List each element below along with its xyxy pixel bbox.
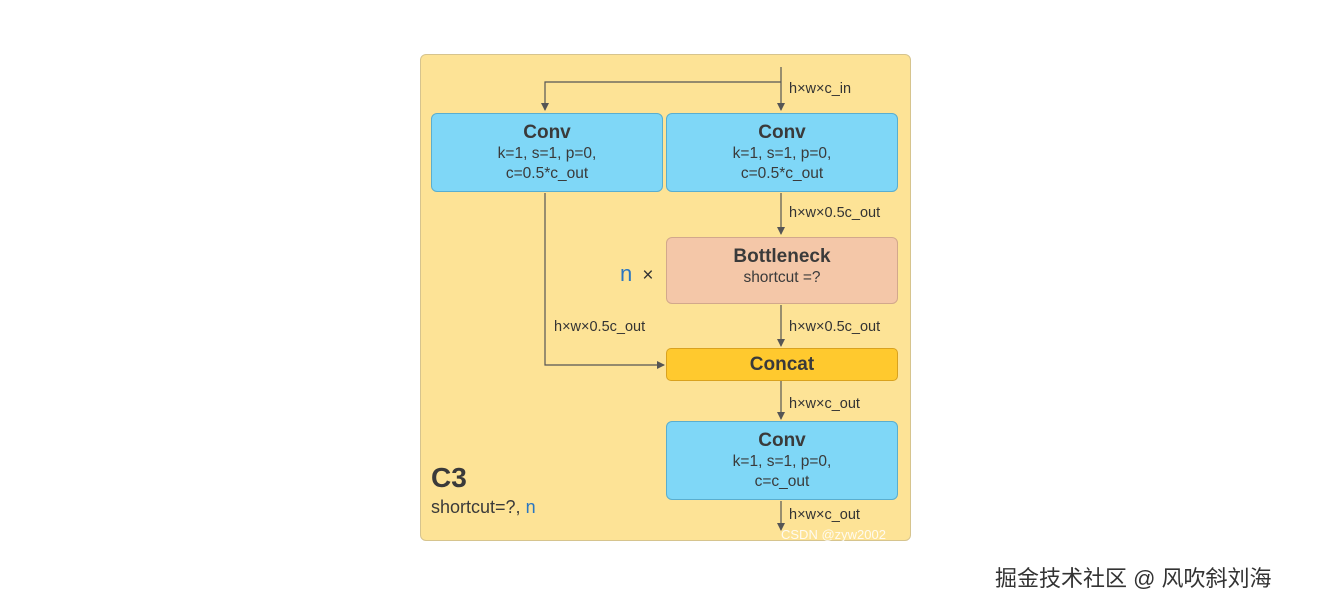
bottleneck-shortcut: shortcut =? — [743, 269, 821, 286]
module-subtitle: shortcut=?, n — [431, 497, 536, 518]
repeat-label: n × — [620, 261, 653, 287]
concat-title: Concat — [749, 354, 815, 375]
conv-left-params: k=1, s=1, p=0, — [497, 145, 597, 162]
edge-label-after-conv-right: h×w×0.5c_out — [789, 205, 881, 221]
module-subtitle-prefix: shortcut=?, — [431, 497, 526, 517]
conv-left-title: Conv — [523, 122, 571, 143]
edge-label-output: h×w×c_out — [789, 507, 860, 523]
conv-bottom-box: Conv k=1, s=1, p=0, c=c_out — [666, 421, 898, 500]
conv-left-channels: c=0.5*c_out — [505, 165, 589, 182]
conv-right-box: Conv k=1, s=1, p=0, c=0.5*c_out — [666, 113, 898, 192]
edge-label-after-bottleneck: h×w×0.5c_out — [789, 319, 881, 335]
conv-left-box: Conv k=1, s=1, p=0, c=0.5*c_out — [431, 113, 663, 192]
module-subtitle-n: n — [525, 497, 536, 517]
conv-bottom-channels: c=c_out — [754, 473, 810, 490]
branch-to-left-conv — [541, 81, 781, 111]
edge-label-left-branch: h×w×0.5c_out — [554, 319, 646, 335]
bottleneck-title: Bottleneck — [733, 246, 831, 267]
module-title: C3 — [431, 462, 467, 493]
conv-right-params: k=1, s=1, p=0, — [732, 145, 832, 162]
conv-bottom-title: Conv — [758, 430, 806, 451]
concat-box: Concat — [666, 348, 898, 381]
csdn-watermark: CSDN @zyw2002 — [781, 527, 886, 542]
left-branch-to-concat — [544, 193, 665, 369]
juejin-footer-credit: 掘金技术社区 @ 风吹斜刘海 — [995, 566, 1272, 591]
edge-label-input: h×w×c_in — [789, 81, 852, 97]
conv-right-title: Conv — [758, 122, 806, 143]
edge-label-after-concat: h×w×c_out — [789, 396, 860, 412]
repeat-times: × — [642, 265, 654, 286]
conv-bottom-params: k=1, s=1, p=0, — [732, 453, 832, 470]
repeat-n: n — [620, 261, 633, 286]
conv-right-channels: c=0.5*c_out — [740, 165, 824, 182]
bottleneck-box: Bottleneck shortcut =? — [666, 237, 898, 304]
